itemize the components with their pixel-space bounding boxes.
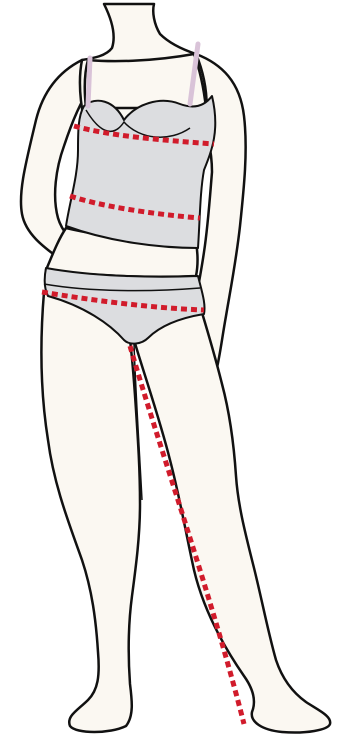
camisole bbox=[66, 96, 215, 248]
left-leg bbox=[41, 292, 140, 732]
chest-skin bbox=[85, 54, 206, 108]
right-leg bbox=[134, 306, 330, 733]
left-strap bbox=[88, 58, 90, 106]
